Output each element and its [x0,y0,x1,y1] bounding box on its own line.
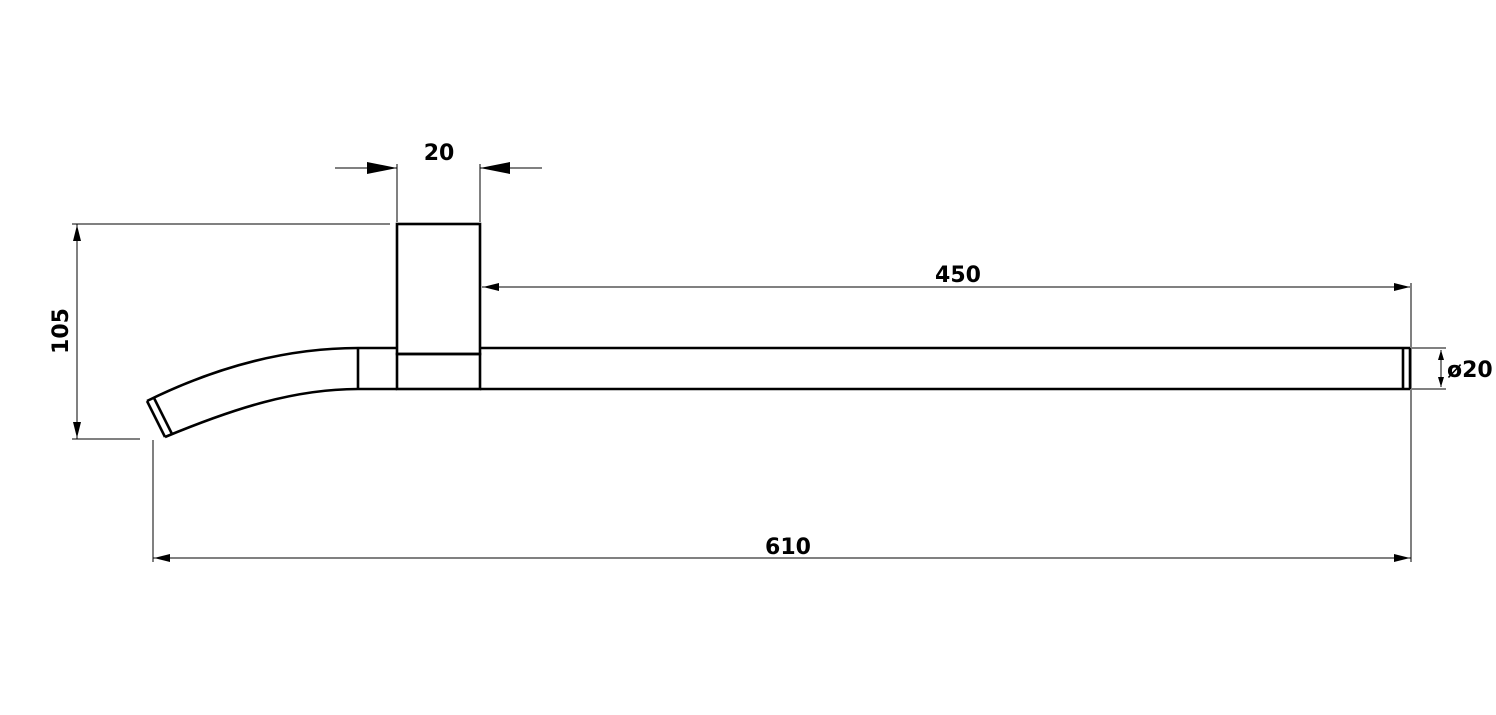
dimension-overall-length-label: 610 [765,535,811,560]
wall-bracket [395,222,482,391]
towel-bar [480,346,1412,391]
dimension-overall-length: 610 [152,440,1411,562]
dimension-bracket-width-label: 20 [424,141,455,166]
dimension-height: 105 [49,223,390,440]
dimension-diameter: ø20 [1412,347,1493,390]
curved-end [145,346,397,439]
dimension-height-label: 105 [49,308,74,354]
dimension-diameter-label: ø20 [1447,358,1493,383]
dimension-bar-length-label: 450 [935,263,981,288]
dimension-bar-length: 450 [482,263,1412,562]
dimension-bracket-width: 20 [335,141,542,222]
